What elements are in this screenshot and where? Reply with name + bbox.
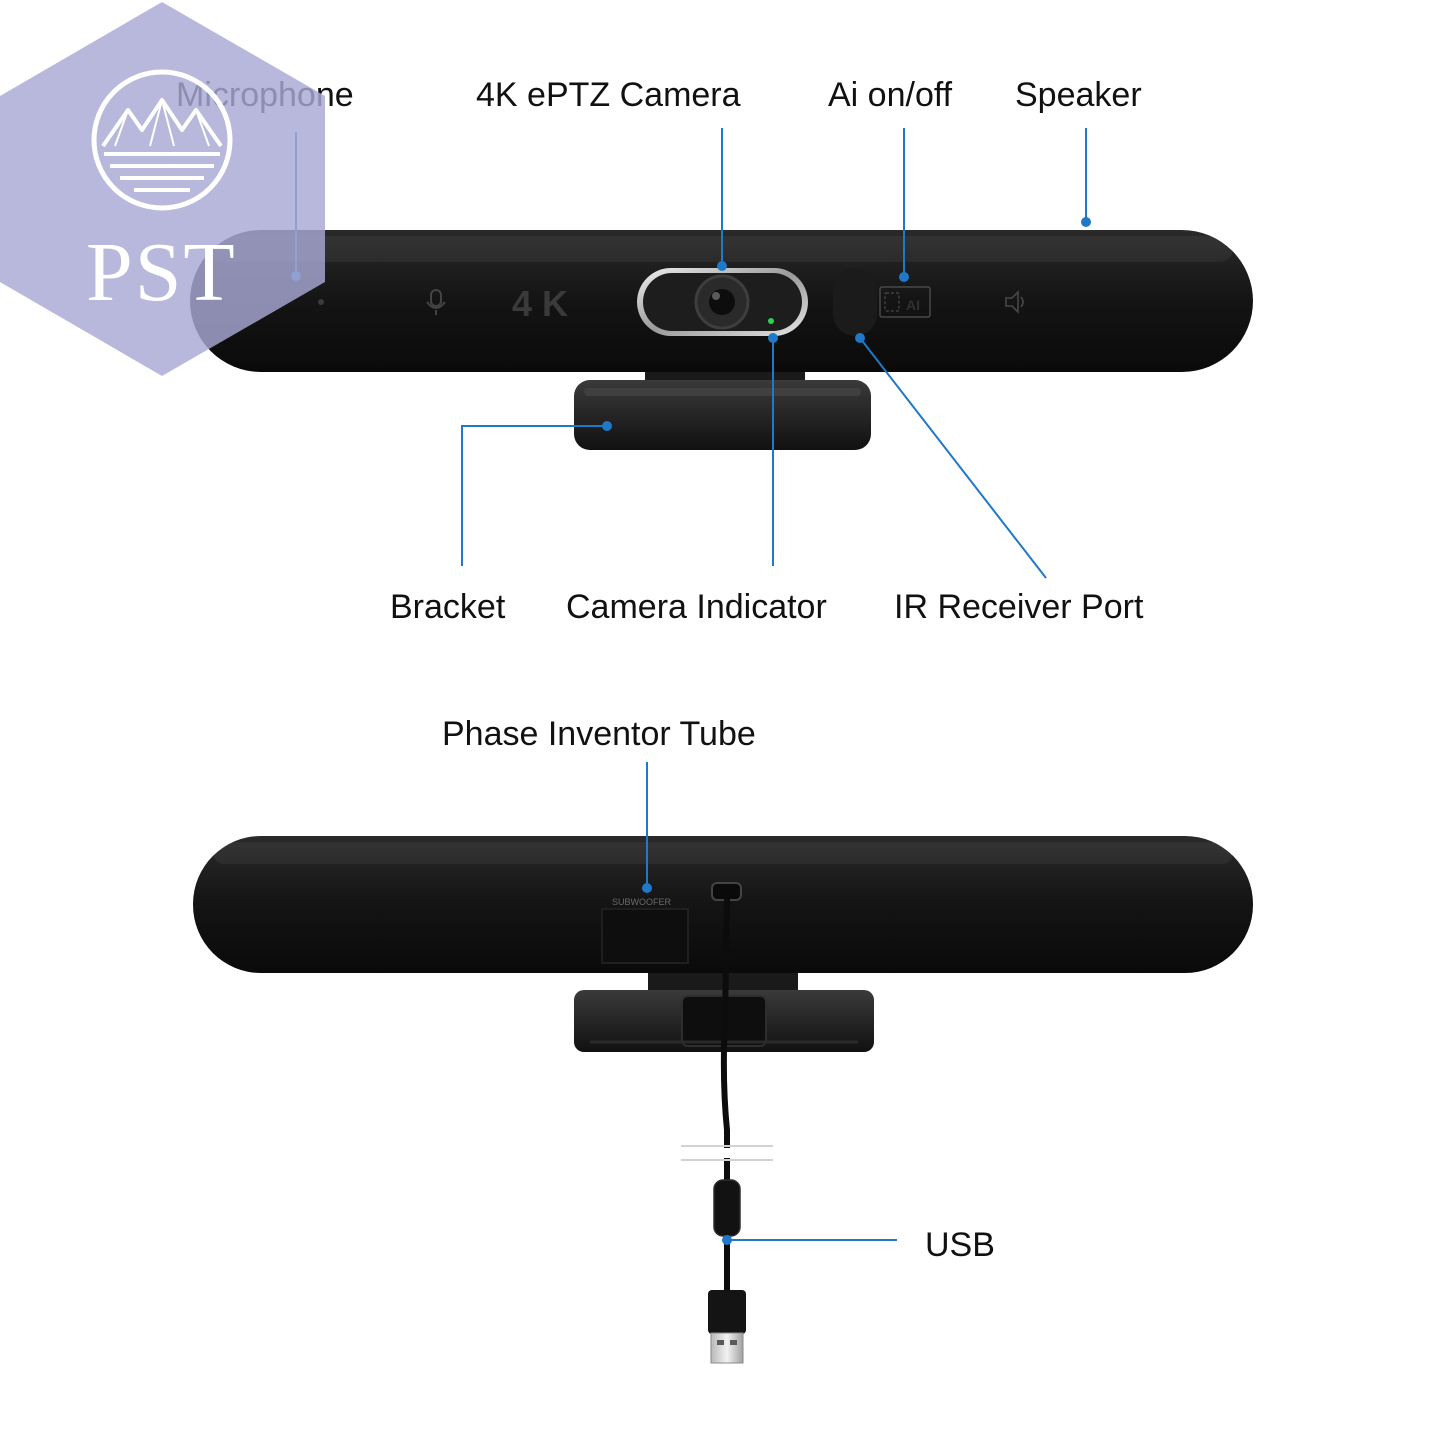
bracket-highlight — [584, 388, 861, 396]
microphone-hole — [318, 299, 324, 305]
label-ai-toggle: Ai on/off — [828, 76, 953, 114]
rear-bar-sheen — [213, 842, 1233, 864]
usb-leader-dot — [722, 1235, 732, 1245]
label-camera: 4K ePTZ Camera — [476, 76, 741, 114]
label-camera-indicator: Camera Indicator — [566, 588, 827, 626]
mountain-logo-icon — [91, 69, 233, 211]
bracket-leader-dot — [602, 421, 612, 431]
ai-mark: AI — [906, 297, 920, 313]
usb-plug-body — [708, 1290, 746, 1334]
watermark-text: PST — [86, 226, 237, 319]
ai-toggle-button: AI — [879, 286, 931, 318]
rear-labels: Phase Inventor Tube USB — [442, 715, 995, 1264]
rear-camera-bar — [193, 836, 1253, 973]
ir-receiver-leader — [859, 337, 1047, 579]
usb-cable — [720, 898, 730, 1180]
front-view: 4 K AI — [190, 230, 1253, 450]
camera-indicator-leader-dot — [768, 333, 778, 343]
subwoofer-mark: SUBWOOFER — [612, 897, 672, 907]
speaker-icon — [1005, 290, 1024, 314]
phase-inventor-tube-port — [601, 908, 689, 964]
bracket — [574, 380, 871, 450]
label-phase-inventor-tube: Phase Inventor Tube — [442, 715, 756, 753]
usb-plug-slot-b — [730, 1340, 737, 1345]
rear-callouts — [642, 762, 897, 1245]
microphone-icon — [426, 289, 446, 315]
ir-receiver-window — [833, 268, 877, 336]
phase-inventor-leader-dot — [642, 883, 652, 893]
cable-socket — [711, 882, 742, 901]
camera-indicator-led — [768, 318, 774, 324]
bracket-leader — [461, 425, 607, 566]
label-bracket: Bracket — [390, 588, 506, 626]
usb-plug-slot-a — [717, 1340, 724, 1345]
camera-leader-dot — [717, 261, 727, 271]
speaker-leader-dot — [1081, 217, 1091, 227]
4k-mark: 4 K — [512, 283, 568, 324]
usb-plug-metal — [710, 1332, 744, 1364]
ai-toggle-leader-dot — [899, 272, 909, 282]
label-ir-receiver: IR Receiver Port — [894, 588, 1144, 626]
ferrite-bead — [713, 1179, 741, 1237]
ir-receiver-leader-dot — [855, 333, 865, 343]
pst-watermark: PST — [0, 2, 325, 376]
cable-break-gap — [681, 1148, 773, 1158]
lens-core — [709, 289, 735, 315]
label-speaker: Speaker — [1015, 76, 1142, 114]
label-usb: USB — [925, 1226, 995, 1264]
lens-glint — [712, 292, 720, 300]
rear-view: SUBWOOFER — [193, 836, 1253, 1364]
